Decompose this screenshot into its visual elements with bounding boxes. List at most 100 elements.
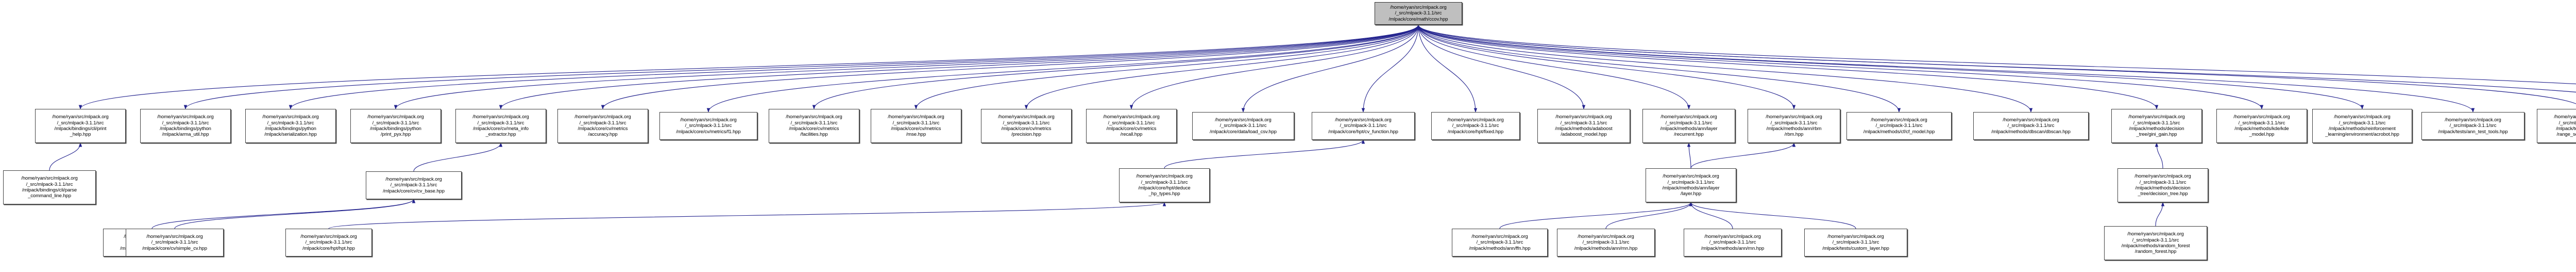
graph-node[interactable]: /home/ryan/src/mlpack.org /_src/mlpack-3…: [2111, 109, 2202, 143]
graph-node-label: /home/ryan/src/mlpack.org /_src/mlpack-3…: [1701, 233, 1765, 251]
graph-node-label: /home/ryan/src/mlpack.org /_src/mlpack-3…: [1555, 114, 1613, 138]
graph-edge: [601, 24, 1419, 110]
graph-node[interactable]: /home/ryan/src/mlpack.org /_src/mlpack-3…: [35, 109, 126, 143]
graph-node[interactable]: /home/ryan/src/mlpack.org /_src/mlpack-3…: [285, 229, 372, 257]
graph-node[interactable]: /home/ryan/src/mlpack.org /_src/mlpack-3…: [2421, 112, 2524, 140]
graph-node-label: /home/ryan/src/mlpack.org /_src/mlpack-3…: [2233, 114, 2290, 138]
graph-edge: [289, 24, 1419, 110]
graph-edge: [78, 24, 1419, 110]
graph-node[interactable]: /home/ryan/src/mlpack.org /_src/mlpack-3…: [1557, 229, 1655, 257]
graph-node[interactable]: /home/ryan/src/mlpack.org /_src/mlpack-3…: [1748, 109, 1840, 143]
graph-node[interactable]: /home/ryan/src/mlpack.org /_src/mlpack-3…: [1192, 112, 1294, 140]
graph-node-label: /home/ryan/src/mlpack.org /_src/mlpack-3…: [1210, 117, 1277, 135]
graph-node[interactable]: /home/ryan/src/mlpack.org /_src/mlpack-3…: [1684, 229, 1782, 257]
graph-node-label: /home/ryan/src/mlpack.org /_src/mlpack-3…: [1388, 4, 1448, 22]
graph-edge: [1418, 24, 1691, 110]
graph-node[interactable]: /home/ryan/src/mlpack.org /_src/mlpack-3…: [2216, 109, 2307, 143]
graph-node[interactable]: /home/ryan/src/mlpack.org /_src/mlpack-3…: [1431, 112, 1520, 140]
graph-node[interactable]: /home/ryan/src/mlpack.org /_src/mlpack-3…: [981, 109, 1072, 143]
graph-edge: [1689, 201, 1733, 229]
graph-edge: [1418, 24, 2576, 85]
graph-edge: [1687, 142, 1691, 169]
graph-node[interactable]: /home/ryan/src/mlpack.org /_src/mlpack-3…: [366, 171, 462, 199]
graph-node[interactable]: /home/ryan/src/mlpack.org /_src/mlpack-3…: [2537, 109, 2576, 143]
graph-edge: [413, 142, 503, 172]
graph-node-label: /home/ryan/src/mlpack.org /_src/mlpack-3…: [786, 114, 842, 138]
graph-node-label: /home/ryan/src/mlpack.org /_src/mlpack-3…: [1136, 173, 1193, 197]
graph-node-label: /home/ryan/src/mlpack.org /_src/mlpack-3…: [1574, 233, 1638, 251]
graph-edge: [1418, 24, 2475, 113]
graph-edge: [1418, 24, 1796, 110]
graph-edge: [328, 201, 1166, 229]
graph-node[interactable]: /home/ryan/src/mlpack.org /_src/mlpack-3…: [2117, 168, 2208, 202]
graph-node-label: /home/ryan/src/mlpack.org /_src/mlpack-3…: [1103, 114, 1160, 138]
graph-node[interactable]: /home/ryan/src/mlpack.org /_src/mlpack-3…: [2312, 109, 2412, 143]
graph-node[interactable]: /home/ryan/src/mlpack.org /_src/mlpack-3…: [3, 170, 96, 204]
graph-node-label: /home/ryan/src/mlpack.org /_src/mlpack-3…: [1660, 114, 1718, 138]
graph-node[interactable]: /home/ryan/src/mlpack.org /_src/mlpack-3…: [1119, 168, 1210, 202]
graph-edge: [1418, 24, 2576, 104]
graph-edge: [1499, 201, 1693, 229]
graph-node-root[interactable]: /home/ryan/src/mlpack.org /_src/mlpack-3…: [1375, 2, 1462, 25]
graph-node[interactable]: /home/ryan/src/mlpack.org /_src/mlpack-3…: [1452, 229, 1548, 257]
graph-node[interactable]: /home/ryan/src/mlpack.org /_src/mlpack-3…: [1086, 109, 1177, 143]
graph-node-label: /home/ryan/src/mlpack.org /_src/mlpack-3…: [21, 175, 78, 199]
graph-node-label: /home/ryan/src/mlpack.org /_src/mlpack-3…: [2325, 114, 2399, 138]
graph-node[interactable]: /home/ryan/src/mlpack.org /_src/mlpack-3…: [1537, 109, 1630, 143]
graph-node[interactable]: /home/ryan/src/mlpack.org /_src/mlpack-3…: [1804, 229, 1907, 257]
graph-node-label: /home/ryan/src/mlpack.org /_src/mlpack-3…: [1662, 173, 1720, 197]
graph-edge: [183, 24, 1419, 110]
graph-node-label: /home/ryan/src/mlpack.org /_src/mlpack-3…: [1469, 233, 1531, 251]
graph-edge: [1418, 24, 2576, 93]
graph-edge: [1418, 24, 2033, 113]
graph-edge: [1129, 24, 1419, 110]
graph-node[interactable]: /home/ryan/src/mlpack.org /_src/mlpack-3…: [1312, 112, 1415, 140]
graph-node-label: /home/ryan/src/mlpack.org /_src/mlpack-3…: [472, 114, 529, 138]
graph-node[interactable]: /home/ryan/src/mlpack.org /_src/mlpack-3…: [871, 109, 961, 143]
graph-edge: [1418, 24, 1901, 113]
graph-edge: [1605, 201, 1693, 229]
graph-edge: [1024, 24, 1419, 110]
graph-node-label: /home/ryan/src/mlpack.org /_src/mlpack-3…: [2128, 114, 2185, 138]
graph-node[interactable]: /home/ryan/src/mlpack.org /_src/mlpack-3…: [350, 109, 441, 143]
graph-node-label: /home/ryan/src/mlpack.org /_src/mlpack-3…: [367, 114, 424, 138]
graph-node-label: /home/ryan/src/mlpack.org /_src/mlpack-3…: [300, 233, 357, 251]
graph-node[interactable]: /home/ryan/src/mlpack.org /_src/mlpack-3…: [557, 109, 648, 143]
graph-edge: [1418, 24, 1586, 110]
graph-node-label: /home/ryan/src/mlpack.org /_src/mlpack-3…: [262, 114, 319, 138]
graph-node[interactable]: /home/ryan/src/mlpack.org /_src/mlpack-3…: [1642, 109, 1735, 143]
graph-node[interactable]: /home/ryan/src/mlpack.org /_src/mlpack-3…: [140, 109, 231, 143]
graph-node-label: /home/ryan/src/mlpack.org /_src/mlpack-3…: [1863, 117, 1935, 135]
graph-node[interactable]: /home/ryan/src/mlpack.org /_src/mlpack-3…: [1846, 112, 1952, 140]
graph-node-label: /home/ryan/src/mlpack.org /_src/mlpack-3…: [888, 114, 944, 138]
graph-node[interactable]: /home/ryan/src/mlpack.org /_src/mlpack-3…: [769, 109, 859, 143]
graph-node-label: /home/ryan/src/mlpack.org /_src/mlpack-3…: [1991, 117, 2071, 135]
graph-node-label: /home/ryan/src/mlpack.org /_src/mlpack-3…: [157, 114, 214, 138]
graph-node-label: /home/ryan/src/mlpack.org /_src/mlpack-3…: [1766, 114, 1822, 138]
graph-edge: [812, 24, 1419, 110]
graph-edge: [394, 24, 1419, 110]
graph-node[interactable]: /home/ryan/src/mlpack.org /_src/mlpack-3…: [1646, 168, 1736, 202]
graph-node[interactable]: /home/ryan/src/mlpack.org /_src/mlpack-3…: [2104, 226, 2207, 260]
graph-node[interactable]: /home/ryan/src/mlpack.org /_src/mlpack-3…: [245, 109, 336, 143]
graph-node[interactable]: /home/ryan/src/mlpack.org /_src/mlpack-3…: [126, 229, 224, 257]
graph-edge: [706, 24, 1419, 113]
graph-edge: [174, 198, 416, 229]
graph-edge: [1418, 24, 1478, 113]
graph-node-label: /home/ryan/src/mlpack.org /_src/mlpack-3…: [1822, 233, 1889, 251]
graph-node-label: /home/ryan/src/mlpack.org /_src/mlpack-3…: [383, 176, 445, 194]
graph-edge: [1418, 24, 2159, 110]
graph-edge: [914, 24, 1419, 110]
graph-node[interactable]: /home/ryan/src/mlpack.org /_src/mlpack-3…: [659, 112, 757, 140]
graph-node[interactable]: /home/ryan/src/mlpack.org /_src/mlpack-3…: [455, 109, 546, 143]
graph-node-label: /home/ryan/src/mlpack.org /_src/mlpack-3…: [574, 114, 631, 138]
graph-edge: [1418, 24, 2364, 110]
graph-node-label: /home/ryan/src/mlpack.org /_src/mlpack-3…: [2121, 231, 2190, 255]
graph-edge: [2155, 142, 2163, 169]
graph-node[interactable]: /home/ryan/src/mlpack.org /_src/mlpack-3…: [1973, 112, 2089, 140]
graph-node-label: /home/ryan/src/mlpack.org /_src/mlpack-3…: [2438, 117, 2508, 135]
graph-node-label: /home/ryan/src/mlpack.org /_src/mlpack-3…: [1328, 117, 1398, 135]
graph-edge: [1689, 201, 1856, 229]
graph-node-label: /home/ryan/src/mlpack.org /_src/mlpack-3…: [676, 117, 741, 135]
